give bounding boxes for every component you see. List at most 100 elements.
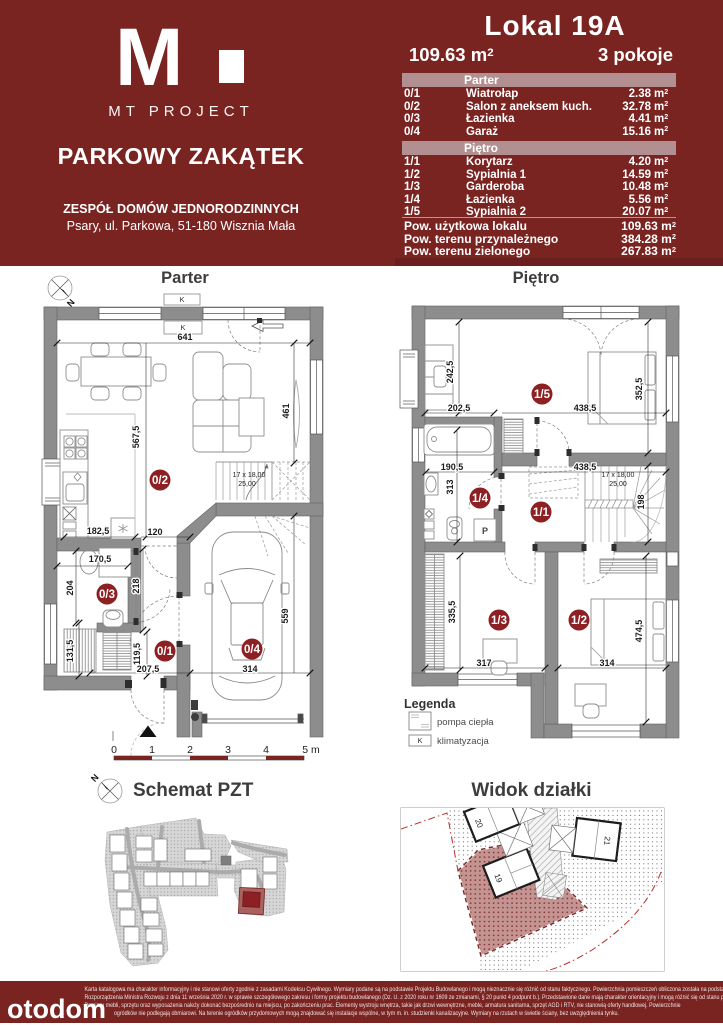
ac-box-label-top: K [179, 295, 184, 304]
room-label-0-3: 0/3 [99, 589, 115, 601]
pietro-stairs-note2: 25,00 [609, 481, 627, 488]
svg-text:4: 4 [263, 744, 269, 756]
house-21-label: 21 [602, 836, 612, 846]
dim-559: 559 [280, 608, 290, 623]
hall-closet [503, 418, 524, 454]
mt-logo-letter: M [115, 12, 183, 103]
dim-438-5b: 438,5 [574, 462, 597, 472]
table-section-pietro: Piętro [402, 141, 676, 155]
dim-198: 198 [636, 494, 646, 509]
site-north-label: N [89, 772, 101, 784]
table-section-parter: Parter [402, 73, 676, 87]
brand-name: MT PROJECT [108, 103, 254, 120]
bed-1-2 [590, 598, 667, 666]
parter-plan-title: Parter [161, 269, 209, 287]
ac-box-label-bottom: K [180, 323, 185, 332]
svg-text:5 m: 5 m [302, 744, 320, 756]
washer-label: P [482, 526, 488, 536]
pietro-stairs [528, 465, 667, 543]
plot-view-title: Widok działki [471, 780, 592, 801]
entrance-arrow [251, 319, 284, 333]
ac-unit-boxes [163, 293, 203, 335]
footer-line-4: ogródków nie podlegają obmiarowi. Na ter… [113, 1010, 619, 1017]
dim-170-5: 170,5 [89, 554, 112, 564]
dim-335-5: 335,5 [447, 601, 457, 624]
parter-dimensions [53, 339, 314, 680]
project-address: Psary, ul. Parkowa, 51-180 Wisznia Mała [66, 219, 296, 233]
wardrobe-1-2 [599, 558, 658, 574]
svg-text:0: 0 [111, 744, 117, 756]
legend-heat-pump: pompa ciepła [437, 717, 494, 728]
dim-314-pietro: 314 [599, 658, 614, 668]
house-20-label: 20 [473, 817, 485, 829]
dim-317: 317 [476, 658, 491, 668]
dim-352-5: 352,5 [634, 378, 644, 401]
dim-182-5: 182,5 [87, 526, 110, 536]
dim-207-5: 207,5 [137, 664, 160, 674]
site-highlight-house [237, 886, 266, 916]
desk-1-3 [482, 638, 518, 664]
dim-461: 461 [281, 403, 291, 418]
dim-242-5: 242,5 [445, 361, 455, 384]
house-21: 21 [548, 816, 622, 863]
pietro-plan-title: Piętro [512, 269, 560, 287]
dim-218: 218 [131, 578, 141, 593]
legend-ac-icon: K [417, 736, 422, 745]
dim-567-5: 567,5 [131, 426, 141, 449]
house-20: 20 [462, 808, 546, 844]
dim-119-5: 119,5 [132, 643, 142, 665]
room-label-1-1: 1/1 [533, 507, 550, 519]
dim-641: 641 [177, 332, 192, 342]
site-plan-title: Schemat PZT [133, 780, 254, 801]
room-label-0-1: 0/1 [157, 646, 174, 658]
house-19: 19 [481, 819, 541, 899]
washer [473, 518, 497, 542]
site-houses [109, 834, 278, 960]
footer-line-2: Rozporządzenia Ministra Rozwoju z dnia 1… [84, 994, 723, 1001]
legend-title: Legenda [404, 697, 456, 711]
table-separator [402, 217, 676, 218]
svg-text:1: 1 [149, 744, 155, 756]
desk-1-2 [574, 683, 607, 707]
scale-bar: 0 1 2 3 4 5 m [111, 744, 320, 761]
parter-windows [41, 307, 323, 665]
dim-131-5: 131,5 [65, 640, 75, 663]
car [204, 531, 290, 701]
room-label-0-4: 0/4 [244, 644, 261, 656]
parter-stairs [215, 461, 311, 557]
entry-marker [139, 725, 157, 737]
dim-190-5: 190,5 [441, 462, 464, 472]
parter-stairs-note1: 17 x 18,00 [233, 472, 266, 479]
footer-line-1: Karta katalogowa ma charakter informacyj… [84, 986, 723, 993]
otodom-logo: otodom [7, 994, 106, 1024]
pietro-stairs-note1: 17 x 18,00 [602, 472, 635, 479]
dim-204: 204 [65, 580, 75, 595]
parter-room-labels: 0/1 0/2 0/3 0/4 [96, 469, 263, 662]
svg-text:3: 3 [225, 744, 231, 756]
room-label-1-2: 1/2 [571, 615, 587, 627]
legend: Legenda pompa ciepła K klimatyzacja [404, 697, 494, 747]
pietro-plan: 242,5 202,5 438,5 352,5 190,5 313 438,5 … [399, 305, 680, 747]
room-label-1-3: 1/3 [491, 615, 507, 627]
legend-ac: klimatyzacja [437, 736, 489, 747]
unit-rooms: 3 pokoje [597, 44, 673, 65]
project-name: PARKOWY ZAKĄTEK [57, 143, 305, 169]
pietro-room-labels: 1/1 1/2 1/3 1/4 1/5 [469, 383, 590, 631]
house-19-label: 19 [492, 872, 504, 884]
footer-line-3: Pomiaru mebli, sprzętu oraz wyposażenia … [84, 1002, 681, 1009]
dim-202-5: 202,5 [448, 403, 471, 413]
pietro-windows [399, 306, 679, 738]
pietro-dimensions [421, 318, 670, 726]
pietro-door-arcs [468, 318, 640, 585]
parter-stairs-note2: 25,00 [238, 481, 256, 488]
coffee-table [238, 397, 265, 437]
